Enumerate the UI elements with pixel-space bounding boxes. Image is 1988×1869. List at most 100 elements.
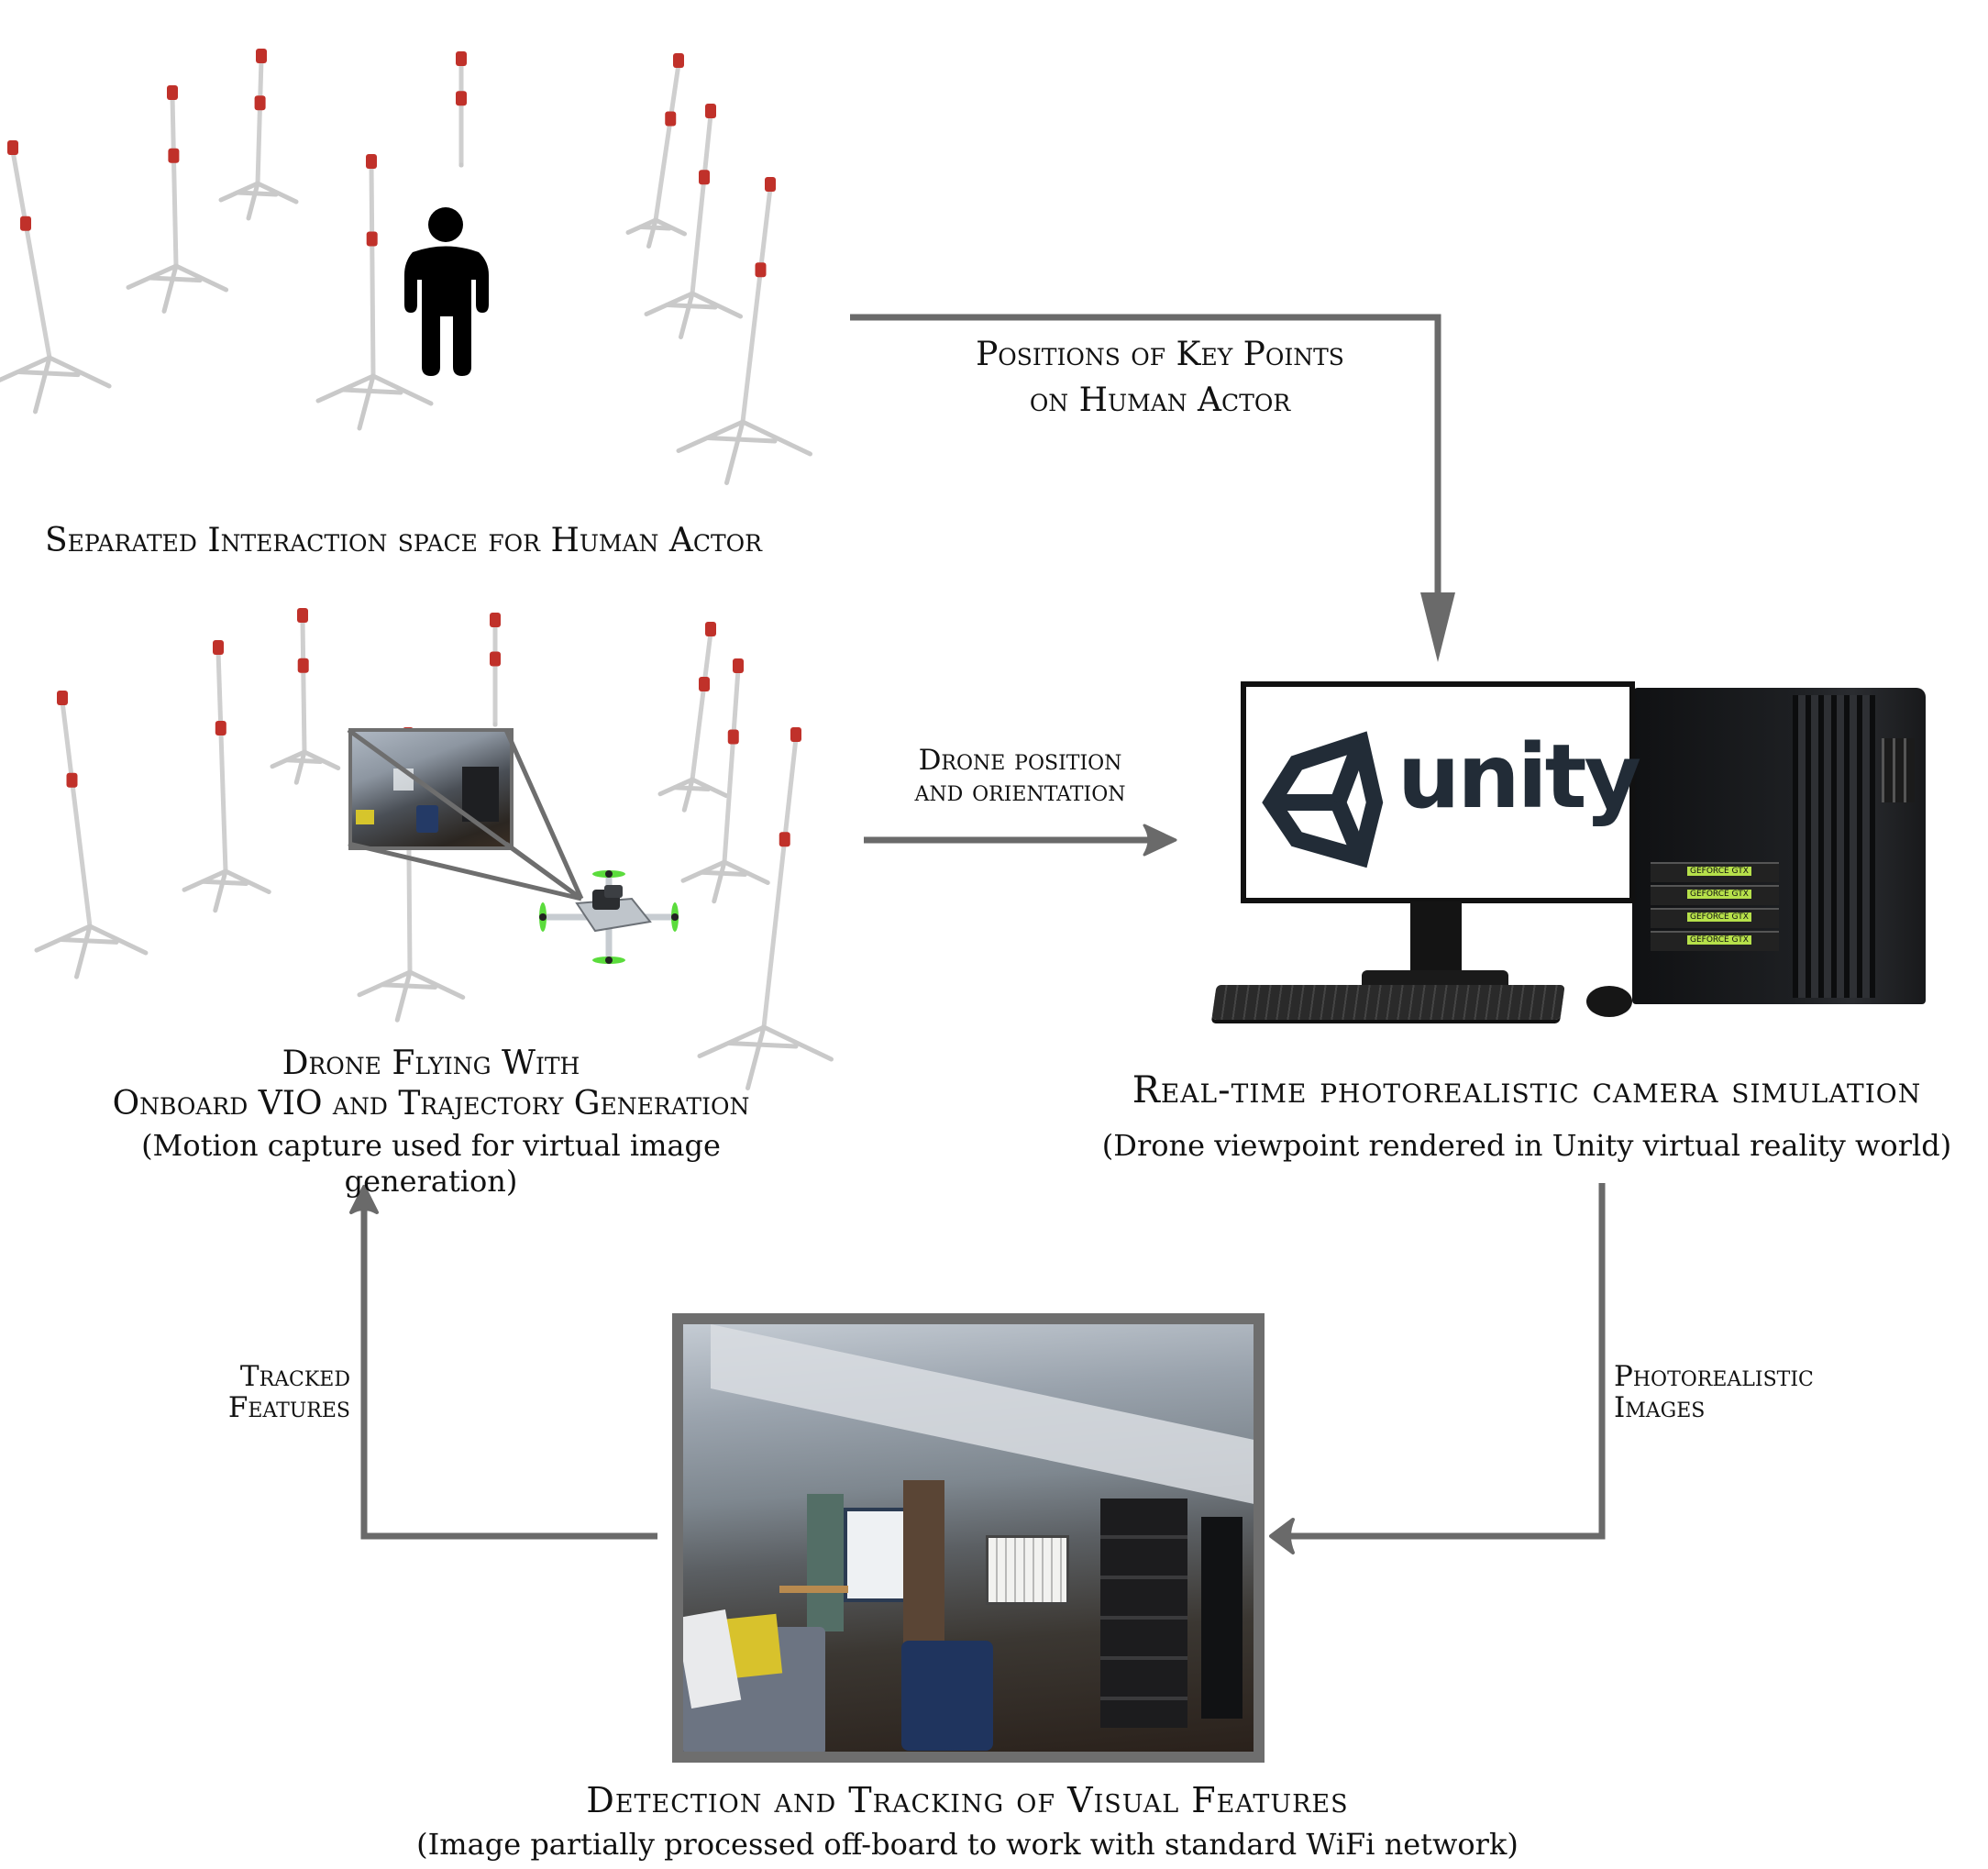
mocap-stand [697,727,834,1090]
simulation-title: Real-time photorealistic camera simulati… [1132,1069,1922,1111]
arrowhead-left [1269,1518,1295,1554]
monitor: unity [1241,681,1641,903]
camera-marker [7,140,18,155]
mocap-stand [315,154,434,431]
gpu-label: GEFORCE GTX [1687,867,1751,876]
window-center [986,1535,1069,1605]
tracked-features-label-line2: Features [227,1391,350,1425]
pc-tower: GEFORCE GTX GEFORCE GTX GEFORCE GTX GEFO… [1632,688,1926,1004]
gpu-card: GEFORCE GTX [1651,885,1779,905]
camera-marker [699,677,710,691]
human-actor-icon [404,207,489,376]
human-space-caption: Separated Interaction space for Human Ac… [0,521,807,561]
workstation: GEFORCE GTX GEFORCE GTX GEFORCE GTX GEFO… [1201,669,1935,1036]
camera-marker [254,95,266,111]
mocap-stand [182,640,271,913]
drone-subtitle: (Motion capture used for virtual image g… [141,1127,721,1199]
human-interaction-space [0,0,825,514]
camera-marker [366,154,377,169]
camera-marker [213,640,224,655]
arrow-key-points [850,314,1455,662]
drive-bays [1882,738,1915,802]
photo-images-label-line1: Photorealistic [1614,1360,1814,1393]
mocap-stand [126,85,229,314]
mocap-stand [644,104,743,339]
mocap-stand [657,622,729,813]
gpu-label: GEFORCE GTX [1687,890,1751,899]
camera-marker [755,262,767,278]
rendered-image-frame [672,1313,1265,1763]
mocap-stand [625,53,687,249]
curtain [807,1494,844,1631]
arrow-drone-pose [864,824,1177,857]
camera-marker [297,658,309,673]
camera-marker [673,53,684,68]
camera-marker [699,170,710,185]
camera-marker [733,658,744,673]
photo-images-label-line2: Images [1614,1391,1706,1425]
drone-pose-label: Drone position and orientation [862,745,1178,807]
arrowhead-right [1143,824,1177,857]
arrowhead-down [1420,592,1455,662]
camera-marker [456,91,467,106]
mocap-stand [680,658,770,904]
gpu-label: GEFORCE GTX [1687,935,1751,945]
inset-shelf [462,767,499,822]
arrow-tracked-features [349,1185,657,1540]
ceiling-beam [711,1324,1254,1506]
mouse [1586,986,1632,1017]
camera-marker [20,216,31,231]
drone-pose-label-line2: and orientation [914,775,1126,809]
door [1201,1517,1242,1719]
inset-pillow [356,810,374,824]
dining-table [779,1586,848,1593]
key-points-label: Positions of Key Points on Human Actor [917,332,1403,423]
camera-marker [705,622,716,636]
simulation-subtitle: (Drone viewpoint rendered in Unity virtu… [1101,1127,1952,1163]
monitor-stand-neck [1410,901,1462,975]
gpu-label: GEFORCE GTX [1687,912,1751,922]
frustum-lines [347,727,584,901]
camera-marker [167,85,178,100]
camera-marker [256,49,267,63]
tracked-features-label-line1: Tracked [239,1360,350,1393]
mocap-stand [676,177,812,485]
camera-marker [168,148,180,163]
gpu-card: GEFORCE GTX [1651,862,1779,882]
blue-armchair [901,1641,993,1751]
drone-icon [539,870,679,964]
bookshelf [1100,1499,1187,1728]
window-left [844,1508,911,1602]
gpu-stack: GEFORCE GTX GEFORCE GTX GEFORCE GTX GEFO… [1651,862,1779,954]
feature-tracking-title: Detection and Tracking of Visual Feature… [586,1780,1349,1820]
unity-wordmark: unity [1397,725,1641,828]
feature-tracking-caption: Detection and Tracking of Visual Feature… [394,1779,1541,1863]
mocap-stand [34,691,149,979]
human-space-title: Separated Interaction space for Human Ac… [45,522,762,559]
camera-marker [297,608,308,623]
gpu-card: GEFORCE GTX [1651,908,1779,928]
camera-marker [215,721,226,735]
drone-scene [0,596,862,1090]
tracked-features-label: Tracked Features [147,1361,350,1423]
camera-marker [765,177,776,192]
drone-caption: Drone Flying With Onboard VIO and Trajec… [55,1044,807,1200]
camera-marker [490,613,501,627]
simulation-caption: Real-time photorealistic camera simulati… [1073,1068,1981,1164]
key-points-label-line2: on Human Actor [1029,381,1291,419]
camera-marker [57,691,68,705]
drone-pose-label-line1: Drone position [918,744,1122,777]
camera-marker [727,729,739,745]
camera-marker [705,104,716,118]
mocap-stand [270,608,341,785]
camera-marker [456,51,467,66]
tower-vents [1793,695,1875,998]
drone-title-line1: Drone Flying With [282,1045,580,1082]
camera-marker [490,651,501,667]
mocap-stands-top [0,49,812,485]
arrowhead-up [349,1185,379,1214]
mocap-stands-middle [34,608,834,1090]
mocap-stand [456,51,467,168]
arrow-photo-images [1269,1183,1606,1554]
